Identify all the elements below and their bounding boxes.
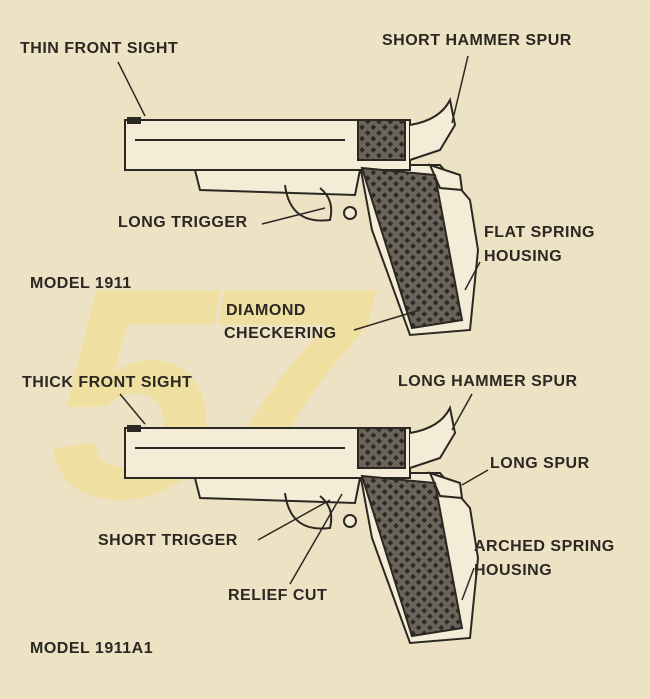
watermark: 57 (50, 225, 364, 561)
label-long-trigger: LONG TRIGGER (118, 214, 248, 231)
label-arched-spring: ARCHED SPRING (474, 538, 615, 555)
label-long-hammer-spur: LONG HAMMER SPUR (398, 373, 578, 390)
label-flat-housing: HOUSING (484, 248, 563, 265)
label-relief-cut: RELIEF CUT (228, 587, 328, 604)
label-diamond: DIAMOND (226, 302, 306, 319)
leader-lines (117, 55, 489, 601)
pistol-model-1911a1 (124, 407, 479, 644)
title-model-1911a1: MODEL 1911A1 (30, 640, 154, 657)
label-checkering: CHECKERING (224, 325, 337, 342)
label-arched-housing: HOUSING (474, 562, 553, 579)
label-thick-front-sight: THICK FRONT SIGHT (22, 374, 193, 391)
title-model-1911: MODEL 1911 (30, 275, 132, 292)
label-short-hammer-spur: SHORT HAMMER SPUR (382, 32, 572, 49)
label-long-spur: LONG SPUR (490, 455, 590, 472)
label-flat-spring: FLAT SPRING (484, 224, 595, 241)
label-thin-front-sight: THIN FRONT SIGHT (20, 40, 179, 57)
label-short-trigger: SHORT TRIGGER (98, 532, 238, 549)
